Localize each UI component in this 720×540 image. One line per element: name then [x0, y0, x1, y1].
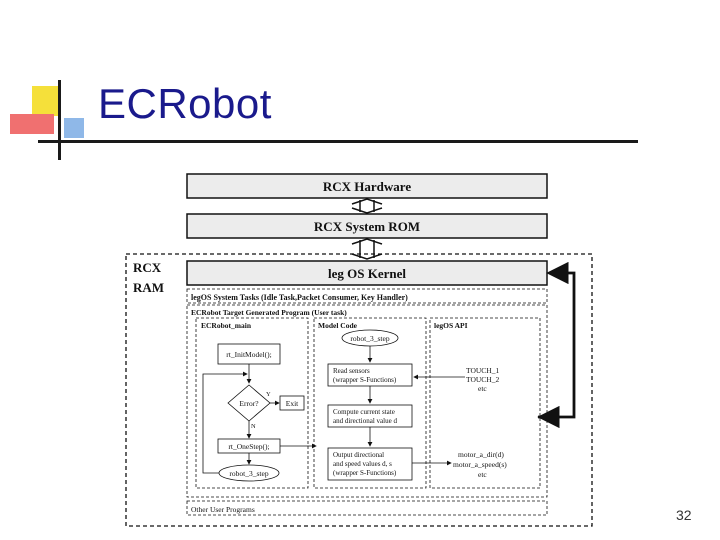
ram-label-line2: RAM — [133, 280, 164, 295]
ecrobot-main-box — [195, 317, 309, 489]
init-model-label: rt_InitModel(); — [226, 350, 271, 359]
hardware-box — [186, 173, 548, 199]
kernel-label: leg OS Kernel — [328, 266, 406, 281]
exit-label: Exit — [286, 399, 299, 408]
motor-dir-label: motor_a_dir(d) — [458, 450, 504, 459]
legos-api-label: legOS API — [434, 321, 468, 330]
decor-blue-square — [64, 118, 84, 138]
touch1-label: TOUCH_1 — [466, 366, 499, 375]
system-tasks-box — [186, 288, 548, 304]
touch2-label: TOUCH_2 — [466, 375, 499, 384]
output-box — [327, 447, 413, 481]
one-step-label: rt_OneStep(); — [228, 442, 269, 451]
rom-kernel-connector — [351, 238, 383, 260]
rom-label: RCX System ROM — [314, 219, 420, 234]
legos-api-box — [429, 317, 541, 489]
robot-step-model-label: robot_3_step — [350, 334, 389, 343]
target-program-label: ECRobot Target Generated Program (User t… — [191, 308, 347, 317]
decor-horizontal-line — [38, 140, 638, 143]
page-title: ECRobot — [98, 80, 272, 127]
rom-box — [186, 213, 548, 239]
motor-speed-label: motor_a_speed(s) — [453, 460, 507, 469]
loop-back-arrow — [202, 371, 248, 474]
model-code-box — [313, 317, 427, 489]
etc1-label: etc — [478, 384, 487, 393]
ram-label-line1: RCX — [133, 260, 162, 275]
title-decoration — [0, 0, 638, 170]
error-label: Error? — [239, 399, 259, 408]
robot-step-main-label: robot_3_step — [229, 469, 268, 478]
hw-rom-connector — [351, 198, 383, 214]
other-programs-box — [186, 500, 548, 516]
kernel-api-connector — [538, 261, 576, 419]
target-program-box — [186, 304, 548, 498]
no-label: N — [251, 423, 256, 430]
output-line2: and speed values d, s — [333, 460, 392, 468]
other-programs-label: Other User Programs — [191, 505, 255, 514]
decor-vertical-line — [58, 80, 61, 160]
compute-line2: and directional value d — [333, 417, 397, 425]
read-sensors-line2: (wrapper S-Functions) — [333, 376, 397, 384]
ram-region — [125, 253, 593, 527]
model-code-label: Model Code — [318, 321, 358, 330]
kernel-box — [186, 260, 548, 286]
yes-label: Y — [266, 391, 271, 398]
exit-box — [279, 395, 305, 411]
slide-number: 32 — [676, 507, 692, 523]
compute-line1: Compute current state — [333, 408, 395, 416]
read-sensors-line1: Read sensors — [333, 367, 370, 375]
output-line3: (wrapper S-Functions) — [333, 469, 397, 477]
hardware-label: RCX Hardware — [323, 179, 411, 194]
etc2-label: etc — [478, 470, 487, 479]
decor-yellow-square — [32, 86, 60, 116]
system-tasks-label: legOS System Tasks (Idle Task,Packet Con… — [191, 293, 408, 302]
decor-red-bar — [10, 114, 54, 134]
ecrobot-main-label: ECRobot_main — [201, 321, 252, 330]
output-line1: Output directional — [333, 451, 384, 459]
